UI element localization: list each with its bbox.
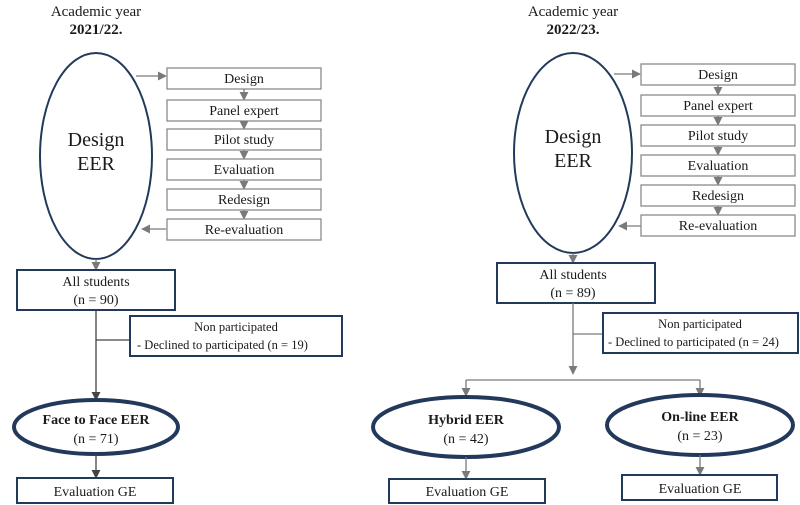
right-all-students-box xyxy=(496,262,656,304)
right-step-pilot-study: Pilot study xyxy=(688,129,748,144)
right-group-online-count: (n = 23) xyxy=(677,429,723,444)
right-step-evaluation: Evaluation xyxy=(688,159,749,174)
right-design-label: Design xyxy=(545,126,602,148)
right-academic-year-label: Academic year xyxy=(528,4,618,20)
left-step-evaluation: Evaluation xyxy=(214,163,275,178)
right-group-hybrid-count: (n = 42) xyxy=(443,432,489,447)
left-step-redesign: Redesign xyxy=(218,193,270,208)
right-online-evaluation-label: Evaluation GE xyxy=(659,482,742,497)
right-step-design: Design xyxy=(698,68,738,83)
right-step-redesign: Redesign xyxy=(692,189,744,204)
left-declined-label: - Declined to participated (n = 19) xyxy=(137,338,308,352)
left-non-participated-box xyxy=(129,315,343,357)
left-step-reevaluation-box xyxy=(166,218,322,241)
left-non-participated-label: Non participated xyxy=(194,320,278,334)
left-evaluation-ge-label: Evaluation GE xyxy=(54,485,137,500)
right-all-students-label: All students xyxy=(539,268,606,283)
left-evaluation-ge-box xyxy=(16,477,174,504)
left-step-reevaluation: Re-evaluation xyxy=(205,223,284,238)
left-all-students-box xyxy=(16,269,176,311)
left-eer-label: EER xyxy=(77,153,115,175)
right-step-reevaluation: Re-evaluation xyxy=(679,219,758,234)
right-hybrid-evaluation-label: Evaluation GE xyxy=(426,485,509,500)
left-all-students-count: (n = 90) xyxy=(73,293,119,308)
right-step-reevaluation-box xyxy=(640,214,796,237)
left-flowchart-2021: Academic year 2021/22. Design EER Design… xyxy=(12,4,343,504)
right-declined-label: - Declined to participated (n = 24) xyxy=(608,335,779,349)
left-group-face-to-face-count: (n = 71) xyxy=(73,432,119,447)
right-year: 2022/23. xyxy=(547,22,600,38)
left-step-panel-expert: Panel expert xyxy=(209,104,279,119)
left-year: 2021/22. xyxy=(70,22,123,38)
left-step-design: Design xyxy=(224,72,264,87)
right-non-participated-box xyxy=(602,312,799,354)
right-group-hybrid-name: Hybrid EER xyxy=(428,413,505,428)
left-step-pilot-study: Pilot study xyxy=(214,133,274,148)
left-group-face-to-face-name: Face to Face EER xyxy=(43,413,151,428)
right-non-participated-label: Non participated xyxy=(658,317,742,331)
left-design-label: Design xyxy=(68,129,125,151)
right-online-evaluation-box xyxy=(621,474,778,501)
right-all-students-count: (n = 89) xyxy=(550,286,596,301)
left-academic-year-label: Academic year xyxy=(51,4,141,20)
left-all-students-label: All students xyxy=(62,275,129,290)
right-step-panel-expert: Panel expert xyxy=(683,99,753,114)
right-flowchart-2022: Academic year 2022/23. Design EER Design… xyxy=(371,4,799,504)
right-group-online-name: On-line EER xyxy=(661,410,739,425)
right-group-ellipse-online xyxy=(605,393,795,457)
right-eer-label: EER xyxy=(554,150,592,172)
right-hybrid-evaluation-box xyxy=(388,478,546,504)
